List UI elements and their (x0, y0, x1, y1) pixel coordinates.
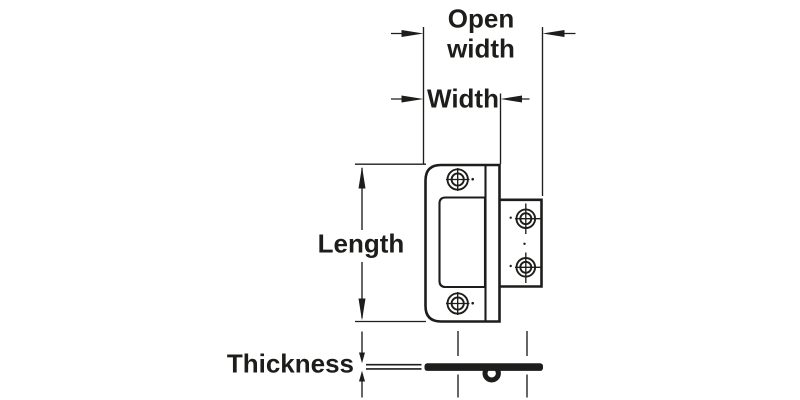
centerline-dot (509, 264, 512, 268)
centerline-dot (471, 301, 475, 305)
screw-hole-icon (509, 242, 542, 283)
open-width-label-line1: Open (448, 4, 514, 34)
hinge-leaf (499, 198, 543, 288)
centerline-dot (471, 177, 475, 181)
thickness-label: Thickness (227, 349, 354, 379)
centerline-dot (523, 242, 526, 245)
arrowhead-up-icon (358, 166, 366, 189)
screw-hole-icon (509, 203, 542, 234)
screw-inner (519, 212, 533, 226)
screw-inner (450, 296, 465, 311)
plate-outline (424, 163, 501, 323)
screw-outer (446, 292, 469, 315)
dimension-length: Length (318, 163, 426, 323)
arrowhead-left-icon (542, 30, 565, 37)
arrowhead-right-icon (401, 30, 424, 37)
screw-outer (446, 168, 469, 191)
arrowhead-down-icon (359, 352, 365, 364)
dimension-open-width: Open width (391, 4, 576, 196)
width-label: Width (427, 84, 499, 114)
open-width-label-line2: width (446, 34, 515, 64)
arrowhead-up-icon (359, 370, 365, 382)
centerline-dot (509, 216, 512, 219)
screw-inner (450, 172, 465, 187)
plate-edge-bar (424, 363, 543, 371)
dimension-thickness: Thickness (227, 331, 365, 398)
latch-cutout (438, 196, 487, 289)
arrowhead-left-icon (500, 95, 522, 103)
front-view (424, 163, 543, 323)
screw-inner (519, 260, 533, 274)
edge-view (366, 331, 543, 398)
dimension-width: Width (391, 84, 530, 164)
screw-hole-icon (446, 292, 475, 315)
arrowhead-right-icon (401, 95, 424, 103)
arrowhead-down-icon (358, 298, 366, 321)
length-label: Length (318, 229, 405, 259)
screw-outer (515, 257, 537, 278)
screw-hole-icon (446, 168, 475, 191)
screw-outer (515, 208, 537, 229)
